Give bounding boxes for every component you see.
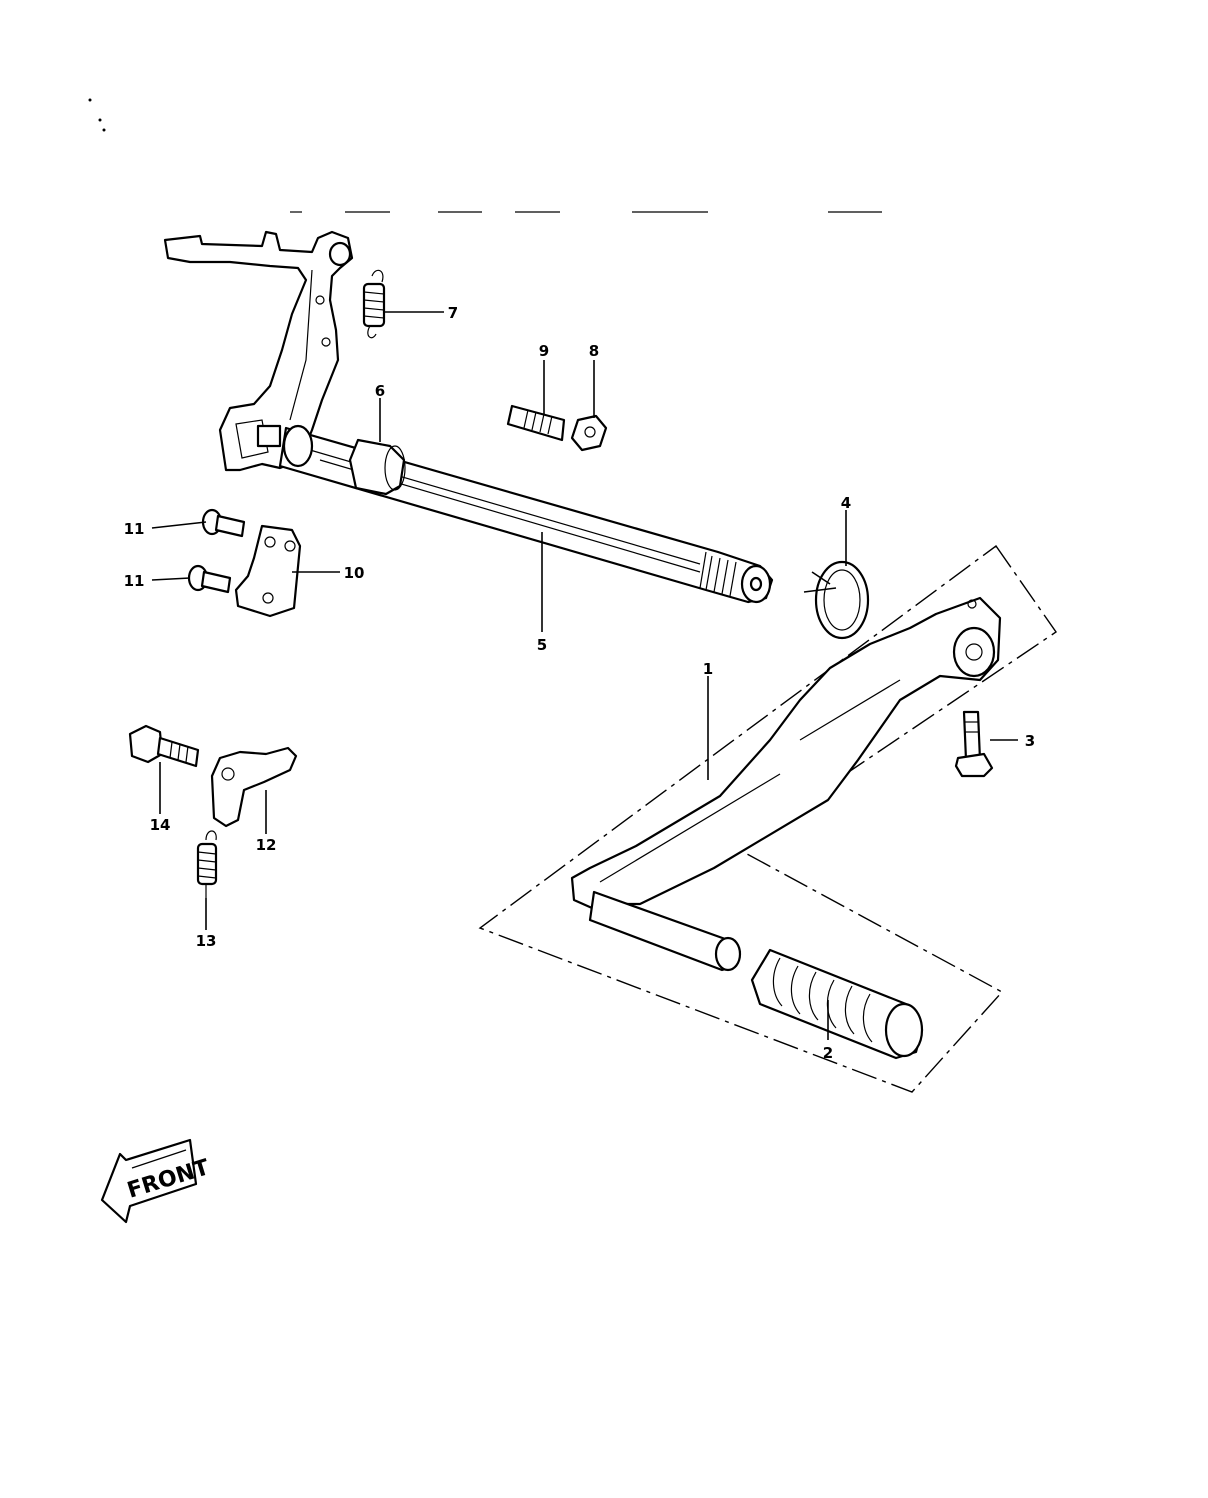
callout-2: 2 <box>823 1044 833 1062</box>
bolt-3 <box>954 710 994 778</box>
shift-shaft <box>256 424 774 604</box>
nut-8 <box>570 414 608 452</box>
clip-4 <box>803 560 870 640</box>
bolt-14 <box>128 724 200 768</box>
callout-8: 8 <box>589 342 599 360</box>
callouts: 1 2 3 4 5 6 7 8 9 10 11 11 12 13 14 <box>124 304 1036 1062</box>
plate-10 <box>234 524 302 618</box>
callout-3: 3 <box>1025 732 1035 750</box>
pedal-rubber <box>750 948 924 1060</box>
callout-10: 10 <box>344 564 365 582</box>
shift-arm <box>163 230 354 472</box>
callout-14: 14 <box>150 816 171 834</box>
spring-7 <box>362 269 386 339</box>
spring-13 <box>196 830 218 898</box>
callout-11-upper: 11 <box>124 520 145 538</box>
shift-pedal <box>570 596 1002 972</box>
screw-11-lower <box>187 564 232 594</box>
stud-9 <box>506 404 566 442</box>
collar-6 <box>348 438 406 496</box>
lever-12 <box>210 746 298 828</box>
callout-6: 6 <box>375 382 385 400</box>
screw-11-upper <box>201 508 246 538</box>
callout-13: 13 <box>196 932 217 950</box>
callout-9: 9 <box>539 342 549 360</box>
callout-7: 7 <box>448 304 458 322</box>
callout-4: 4 <box>841 494 851 512</box>
callout-1: 1 <box>703 660 713 678</box>
scan-artifacts <box>88 98 882 213</box>
callout-12: 12 <box>256 836 277 854</box>
callout-5: 5 <box>537 636 547 654</box>
front-arrow-icon: FRONT <box>100 1138 212 1224</box>
leader-lines <box>151 311 1018 1040</box>
assembly-box <box>478 545 1057 1093</box>
callout-11-lower: 11 <box>124 572 145 590</box>
